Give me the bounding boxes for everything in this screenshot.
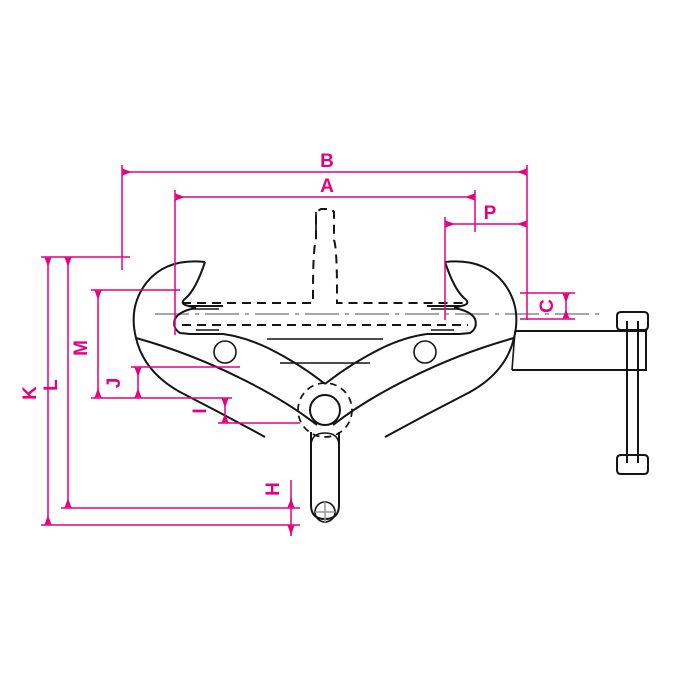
dimension-label-B: B bbox=[320, 151, 334, 172]
dimension-label-J: J bbox=[104, 378, 125, 389]
dimension-annotations bbox=[41, 165, 575, 536]
beam-profile bbox=[182, 208, 468, 326]
dimension-label-H: H bbox=[263, 482, 284, 496]
left-arm-hole bbox=[213, 340, 237, 364]
part-geometry bbox=[132, 208, 649, 523]
extension-lines bbox=[41, 165, 575, 535]
clamp-body-arms bbox=[135, 333, 515, 426]
dimension-label-M: M bbox=[71, 340, 92, 356]
right-arm-hole bbox=[413, 340, 437, 364]
dimension-label-A: A bbox=[320, 176, 334, 197]
center-pivot bbox=[297, 382, 353, 438]
dimension-label-L: L bbox=[41, 379, 62, 391]
suspension-pin bbox=[310, 432, 340, 523]
tommy-bar-handle bbox=[616, 311, 649, 475]
dimension-label-C: C bbox=[537, 299, 558, 313]
screw-spindle bbox=[511, 330, 647, 371]
dimension-label-group: B A P C K L M J I H bbox=[20, 151, 558, 496]
dimension-label-P: P bbox=[484, 203, 497, 224]
dimension-label-I: I bbox=[190, 408, 211, 413]
right-hook-jaw bbox=[384, 260, 518, 438]
dimension-label-K: K bbox=[20, 386, 41, 400]
